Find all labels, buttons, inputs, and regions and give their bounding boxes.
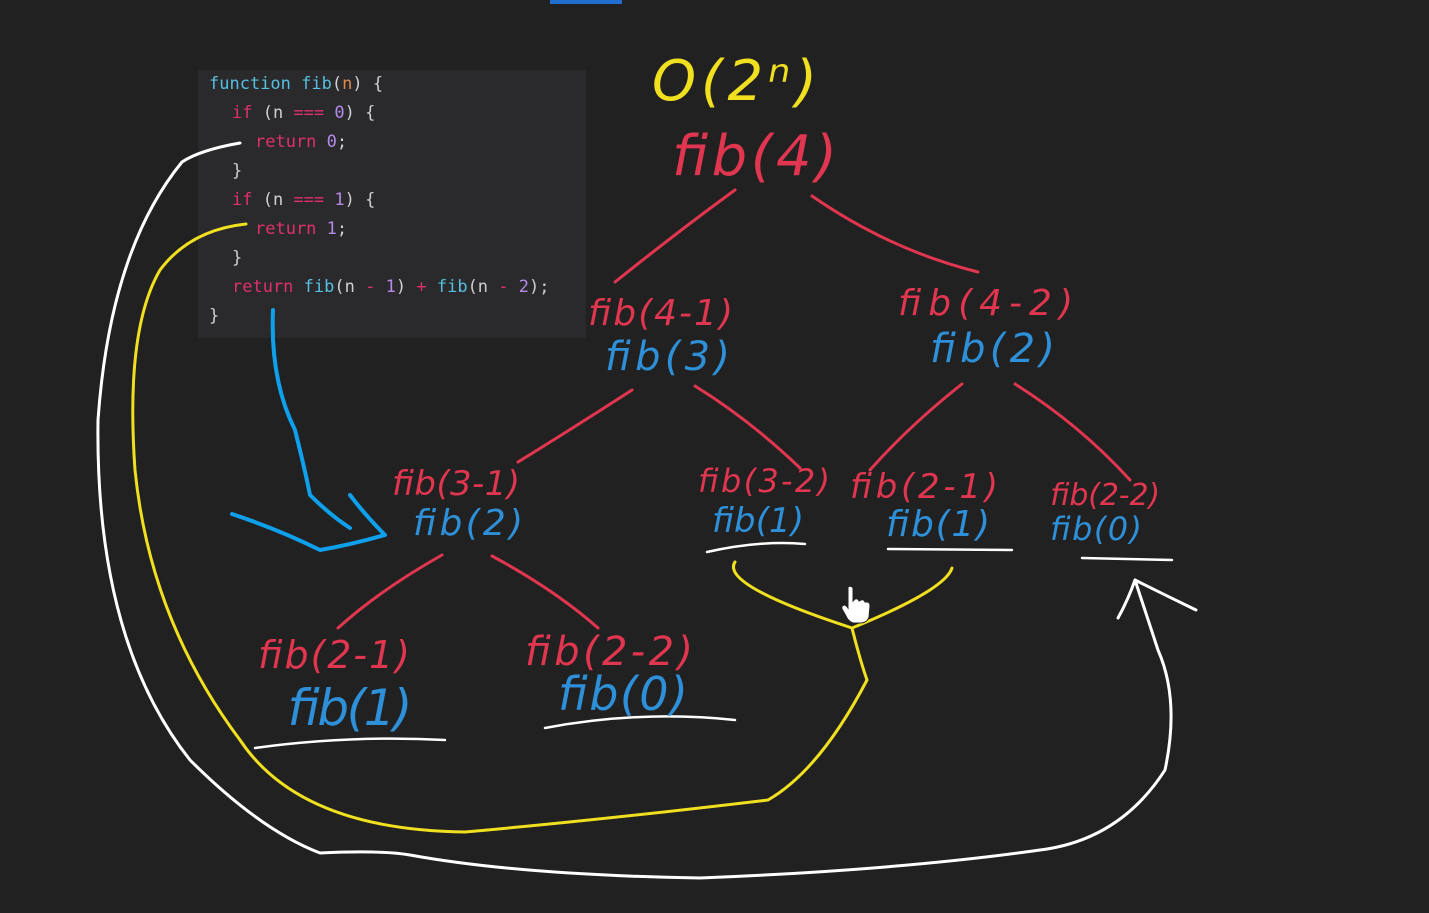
code-line-8: return fib(n - 1) + fib(n - 2); [232,277,550,297]
rl-node-expr: fib(2-1) [850,467,998,507]
code-line-5: if (n === 1) { [232,190,376,210]
rr-node-value: fib(0) [1050,510,1142,548]
right-node-value: fib(2) [930,326,1055,372]
lr-node-value: fib(1) [712,501,804,541]
yellow-curve [131,222,869,834]
underline-rl [886,547,1014,552]
yellow-branch-left [732,560,854,630]
llr-node-value: fib(0) [558,667,688,721]
lll-node-value: fib(1) [287,679,412,737]
hand-cursor-icon [841,585,871,624]
code-line-3: return 0; [255,132,348,152]
underline-llr [543,715,737,730]
edge-right-rl [868,382,964,472]
blue-arrow-shaft [270,308,352,530]
code-line-1: function fib(n) { [209,74,384,94]
tree-edges [336,188,1132,630]
code-line-7: } [232,248,243,268]
yellow-return-arrow [131,222,954,834]
underline-lll [253,737,447,750]
lr-node-expr: fib(3-2) [698,462,830,500]
edge-left-lr [693,384,802,470]
code-line-2: if (n === 0) { [232,103,376,123]
ll-node-value: fib(2) [413,503,523,544]
rl-node-value: fib(1) [886,504,990,545]
edge-ll-llr [490,554,600,630]
edge-left-ll [516,388,634,464]
yellow-branch-right [850,566,954,630]
code-snippet-panel: function fib(n) { if (n === 0) { return … [198,70,586,338]
left-node-value: fib(3) [605,334,730,380]
white-arrowhead [1133,578,1198,612]
white-return-arrow [96,141,1198,880]
code-line-6: return 1; [255,219,348,239]
root-node: fib(4) [672,124,837,189]
underline-lr [705,541,807,554]
edge-root-right [810,194,980,274]
edge-right-rr [1013,382,1132,482]
blue-arrow-head [230,493,387,552]
left-node-expr: fib(4-1) [588,293,733,334]
ll-node-expr: fib(3-1) [392,464,520,504]
edge-root-left [613,188,737,284]
blue-pointer-arrow [230,308,387,552]
complexity-label: O(2ⁿ) [652,49,817,114]
code-line-4: } [232,161,243,181]
right-node-expr: fib(4-2) [898,283,1073,324]
white-curve [96,141,1173,880]
edge-ll-lll [336,553,444,630]
underline-rr [1080,556,1174,562]
code-line-9: } [209,306,220,326]
base-case-underlines [253,541,1174,750]
top-accent-bar [550,0,622,4]
rr-node-expr: fib(2-2) [1050,478,1160,513]
lll-node-expr: fib(2-1) [258,633,410,677]
